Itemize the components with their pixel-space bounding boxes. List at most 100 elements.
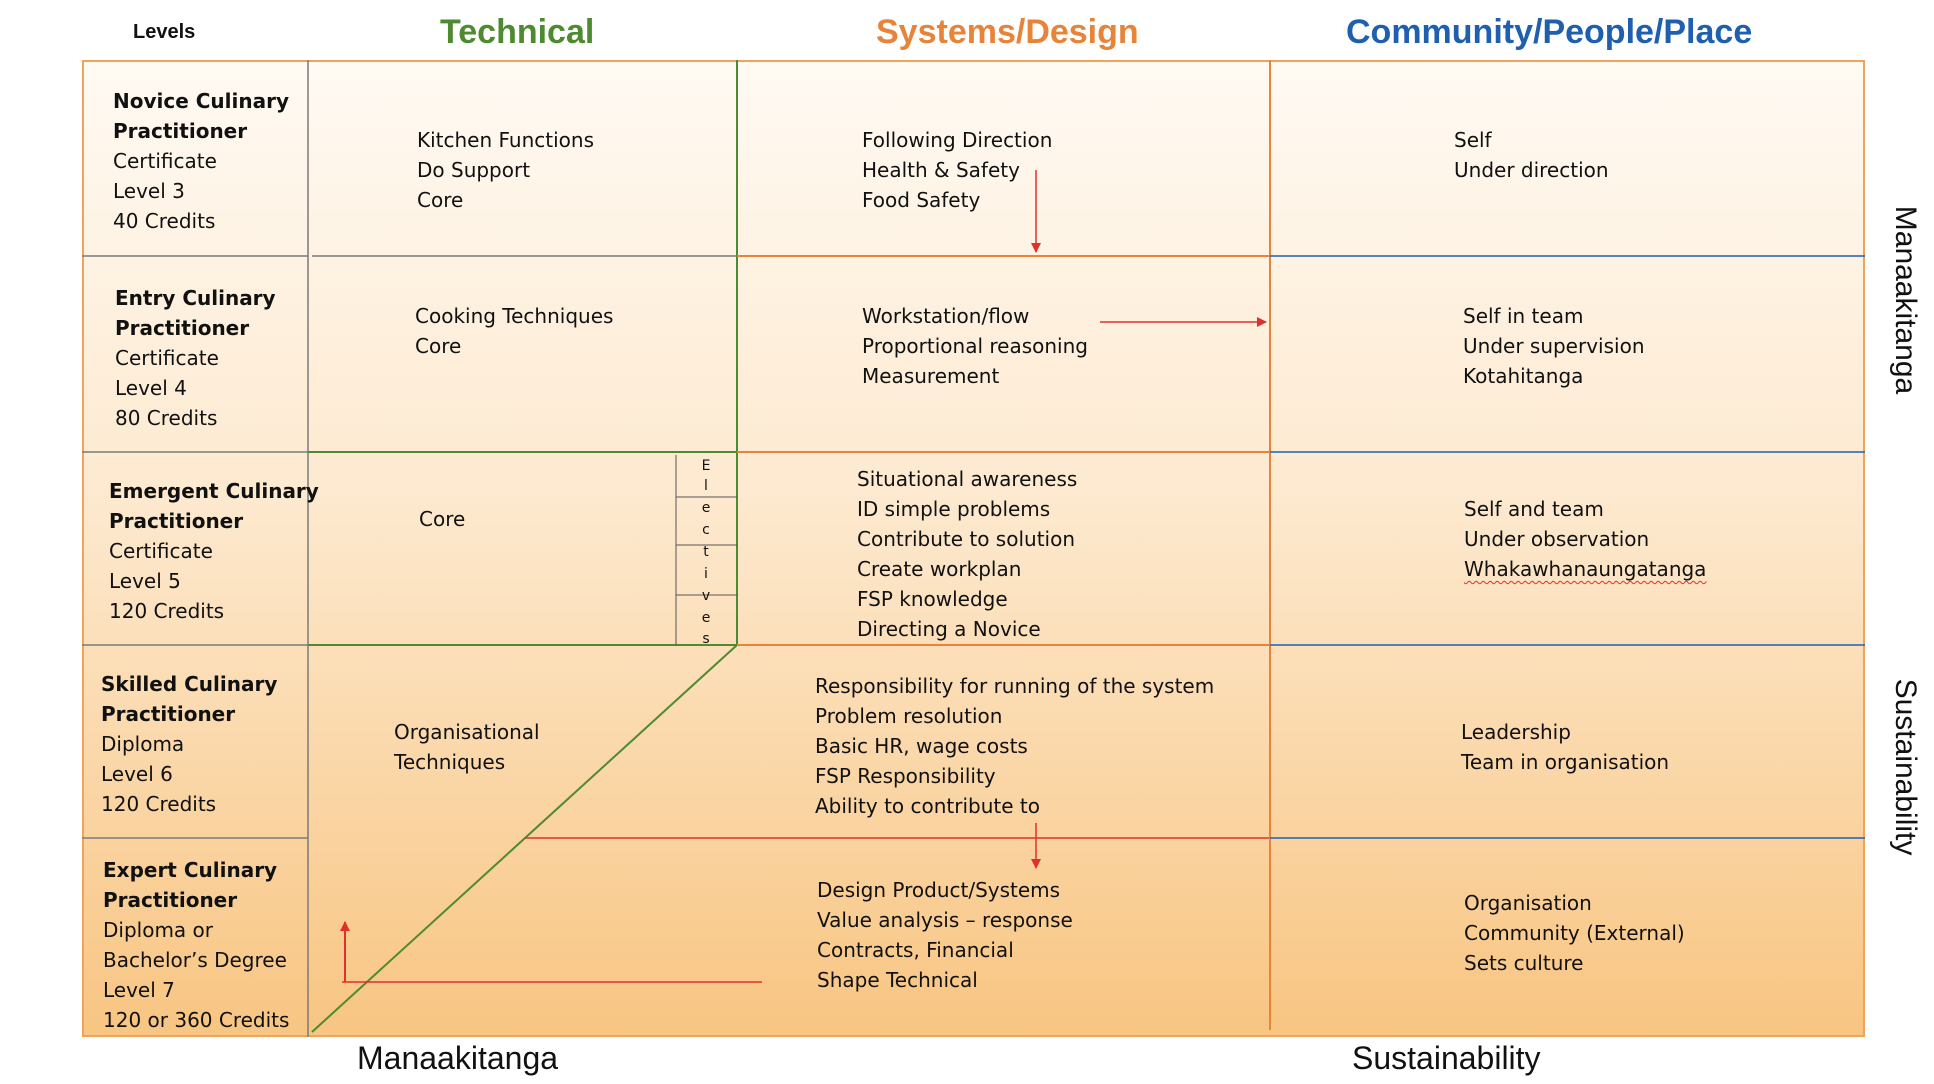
community-entry-cell: Self in team Under supervision Kotahitan… — [1463, 301, 1645, 391]
footer-label-sustainability: Sustainability — [1352, 1040, 1541, 1076]
systems-item: Directing a Novice — [857, 617, 1041, 641]
community-skilled-cell: Leadership Team in organisation — [1461, 717, 1669, 777]
level-skilled-cell: Skilled Culinary Practitioner Diploma Le… — [101, 669, 277, 819]
community-emergent-cell: Self and team Under observation Whakawha… — [1464, 494, 1706, 584]
systems-entry-cell: Workstation/flow Proportional reasoning … — [862, 301, 1088, 391]
systems-item: Value analysis – response — [817, 908, 1073, 932]
electives-letter: i — [704, 566, 708, 582]
electives-letter: v — [701, 588, 711, 604]
level-name: Novice Culinary — [113, 89, 290, 113]
community-item: Organisation — [1464, 891, 1592, 915]
level-name: Practitioner — [115, 316, 250, 340]
systems-item: Measurement — [862, 364, 1000, 388]
technical-item: Do Support — [417, 158, 531, 182]
electives-letter: e — [701, 610, 711, 626]
level-qualification: Certificate — [109, 539, 213, 563]
level-credits: 80 Credits — [115, 406, 218, 430]
systems-item: Design Product/Systems — [817, 878, 1061, 902]
systems-item: Health & Safety — [862, 158, 1020, 182]
level-credits: 120 Credits — [109, 599, 225, 623]
technical-item: Core — [419, 507, 466, 531]
community-item: Sets culture — [1464, 951, 1584, 975]
header-levels: Levels — [133, 21, 196, 43]
level-name: Entry Culinary — [115, 286, 276, 310]
systems-item: Create workplan — [857, 557, 1022, 581]
electives-letter: s — [702, 631, 710, 647]
electives-letter: e — [701, 500, 711, 516]
systems-item: Proportional reasoning — [862, 334, 1088, 358]
systems-item: Shape Technical — [817, 968, 978, 992]
header-technical: Technical — [440, 13, 595, 51]
level-number: Level 4 — [115, 376, 187, 400]
systems-skilled-cell: Responsibility for running of the system… — [815, 671, 1214, 821]
technical-item: Kitchen Functions — [417, 128, 595, 152]
level-novice-cell: Novice Culinary Practitioner Certificate… — [113, 86, 289, 236]
community-item: Self — [1454, 128, 1492, 152]
systems-item: Contribute to solution — [857, 527, 1076, 551]
technical-item: Cooking Techniques — [415, 304, 614, 328]
systems-item: ID simple problems — [857, 497, 1051, 521]
systems-item: Ability to contribute to — [815, 794, 1040, 818]
level-credits: 40 Credits — [113, 209, 216, 233]
level-expert-cell: Expert Culinary Practitioner Diploma or … — [103, 855, 289, 1035]
systems-item: Workstation/flow — [862, 304, 1030, 328]
level-number: Level 5 — [109, 569, 181, 593]
systems-item: Following Direction — [862, 128, 1053, 152]
technical-item: Core — [417, 188, 464, 212]
systems-item: FSP Responsibility — [815, 764, 996, 788]
footer-label-manaakitanga: Manaakitanga — [357, 1040, 559, 1076]
level-emergent-cell: Emergent Culinary Practitioner Certifica… — [109, 476, 319, 626]
level-qualification: Diploma or — [103, 918, 213, 942]
level-name: Practitioner — [109, 509, 244, 533]
level-number: Level 6 — [101, 762, 173, 786]
community-item: Under direction — [1454, 158, 1609, 182]
technical-skilled-cell: Organisational Techniques — [394, 717, 540, 777]
systems-item: Basic HR, wage costs — [815, 734, 1028, 758]
level-credits: 120 or 360 Credits — [103, 1008, 290, 1032]
level-qualification: Diploma — [101, 732, 185, 756]
community-novice-cell: Self Under direction — [1454, 125, 1609, 185]
level-qualification: Bachelor’s Degree — [103, 948, 287, 972]
community-item: Under observation — [1464, 527, 1650, 551]
level-number: Level 3 — [113, 179, 185, 203]
systems-item: Situational awareness — [857, 467, 1078, 491]
technical-emergent-cell: Core — [419, 504, 465, 534]
level-name: Practitioner — [113, 119, 248, 143]
electives-box: E l e c t i v e s — [676, 457, 736, 647]
header-systems-design: Systems/Design — [876, 13, 1139, 51]
systems-item: Food Safety — [862, 188, 981, 212]
side-label-manaakitanga: Manaakitanga — [1889, 205, 1922, 395]
technical-item: Organisational — [394, 720, 540, 744]
community-expert-cell: Organisation Community (External) Sets c… — [1464, 888, 1685, 978]
level-qualification: Certificate — [113, 149, 217, 173]
electives-letter: t — [703, 544, 709, 560]
level-name: Practitioner — [101, 702, 236, 726]
level-number: Level 7 — [103, 978, 175, 1002]
technical-novice-cell: Kitchen Functions Do Support Core — [417, 125, 594, 215]
systems-emergent-cell: Situational awareness ID simple problems… — [857, 464, 1077, 644]
systems-item: Problem resolution — [815, 704, 1003, 728]
level-name: Expert Culinary — [103, 858, 278, 882]
community-item: Whakawhanaungatanga — [1464, 557, 1707, 581]
community-item: Team in organisation — [1461, 750, 1670, 774]
community-item: Under supervision — [1463, 334, 1645, 358]
technical-item: Techniques — [394, 750, 506, 774]
side-label-sustainability: Sustainability — [1889, 678, 1922, 856]
systems-novice-cell: Following Direction Health & Safety Food… — [862, 125, 1052, 215]
header-community-people-place: Community/People/Place — [1346, 13, 1753, 51]
electives-letter: c — [702, 522, 710, 538]
electives-letter: E — [701, 458, 711, 474]
level-qualification: Certificate — [115, 346, 219, 370]
community-item: Community (External) — [1464, 921, 1685, 945]
technical-entry-cell: Cooking Techniques Core — [415, 301, 613, 361]
systems-expert-cell: Design Product/Systems Value analysis – … — [817, 875, 1073, 995]
level-name: Skilled Culinary — [101, 672, 278, 696]
technical-item: Core — [415, 334, 462, 358]
systems-item: FSP knowledge — [857, 587, 1008, 611]
community-item: Self in team — [1463, 304, 1584, 328]
systems-item: Contracts, Financial — [817, 938, 1014, 962]
level-name: Practitioner — [103, 888, 238, 912]
level-credits: 120 Credits — [101, 792, 217, 816]
level-name: Emergent Culinary — [109, 479, 319, 503]
level-entry-cell: Entry Culinary Practitioner Certificate … — [115, 283, 276, 433]
